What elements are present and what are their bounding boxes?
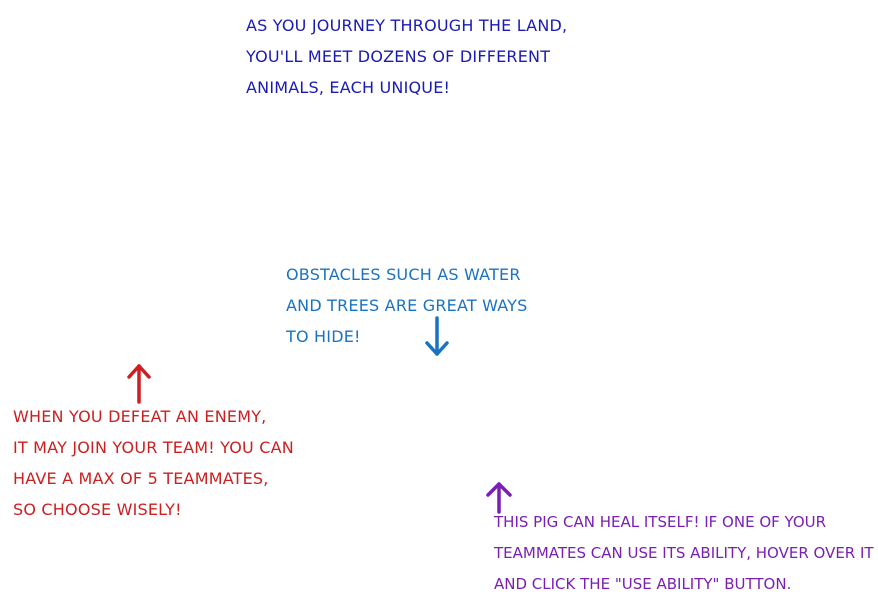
journey-tip-line: you'll meet dozens of different [246,47,551,66]
obstacles-tip-line: Obstacles such as water [286,265,521,284]
defeat-tip: When you defeat an enemy, it may join yo… [13,401,294,525]
arrow-up-icon [486,480,512,514]
obstacles-tip-line: and trees are great ways [286,296,528,315]
defeat-tip-line: have a max of 5 teammates, [13,469,269,488]
arrow-up-icon [127,362,151,404]
pig-tip-line: and click the "Use Ability" button. [494,575,792,593]
obstacles-tip: Obstacles such as water and trees are gr… [286,259,528,352]
arrow-down-icon [425,316,449,358]
defeat-tip-line: it may join your team! You can [13,438,294,457]
pig-tip-line: teammates can use its ability, hover ove… [494,544,874,562]
pig-tip: This pig can heal itself! If one of your… [494,507,874,600]
journey-tip-line: As you journey through the land, [246,16,568,35]
obstacles-tip-line: to hide! [286,327,361,346]
journey-tip-line: animals, each unique! [246,78,451,97]
pig-tip-line: This pig can heal itself! If one of your [494,513,827,531]
journey-tip: As you journey through the land, you'll … [246,10,567,103]
defeat-tip-line: When you defeat an enemy, [13,407,267,426]
defeat-tip-line: so choose wisely! [13,500,182,519]
